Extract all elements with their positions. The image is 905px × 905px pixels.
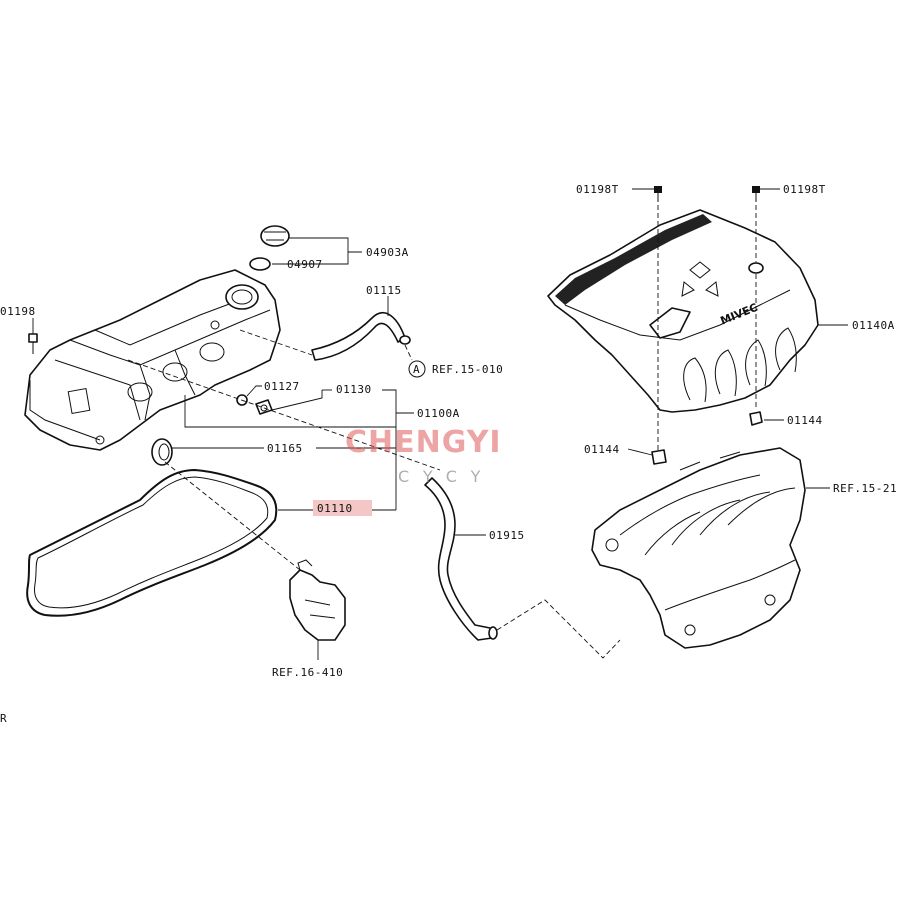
watermark-main: CHENGYI <box>345 425 502 460</box>
label-01127: 01127 <box>264 380 300 393</box>
gasket-01110 <box>26 469 278 617</box>
bolt-01198T-right <box>752 186 760 202</box>
label-01198T-left: 01198T <box>576 183 619 196</box>
label-01144-left: 01144 <box>584 443 620 456</box>
intake-manifold <box>591 447 806 649</box>
label-01198: 01198 <box>0 305 36 318</box>
watermark-sub: CYCY <box>398 467 494 486</box>
pcv-hose-01115 <box>311 312 411 361</box>
ventilation-hose-01915 <box>424 477 498 641</box>
grommet-01144-left <box>651 449 667 465</box>
label-ref-15-21: REF.15-21 <box>833 482 897 495</box>
label-04903A: 04903A <box>366 246 409 259</box>
label-01130: 01130 <box>336 383 372 396</box>
highlight-01110 <box>313 500 372 516</box>
grommet-01144-right <box>749 411 763 426</box>
label-ref-16-410: REF.16-410 <box>272 666 343 679</box>
label-01100A: 01100A <box>417 407 460 420</box>
cover-ribbed-edge <box>555 214 712 305</box>
ref-circle-label: A <box>413 363 420 376</box>
bolt-01198T-left <box>654 186 662 202</box>
label-01165: 01165 <box>267 442 303 455</box>
label-01110: 01110 <box>317 502 353 515</box>
rocker-cover <box>24 269 281 451</box>
label-01140A: 01140A <box>852 319 895 332</box>
label-r: R <box>0 712 7 725</box>
bolt-01198 <box>28 318 38 354</box>
pcv-valve <box>236 394 273 415</box>
label-01144-right: 01144 <box>787 414 823 427</box>
oil-separator <box>289 559 346 641</box>
label-01115: 01115 <box>366 284 402 297</box>
label-ref-15-010: REF.15-010 <box>432 363 503 376</box>
label-04907: 04907 <box>287 258 323 271</box>
label-01198T-right: 01198T <box>783 183 826 196</box>
grommet-01165 <box>151 438 173 466</box>
engine-cover-01140A: MIVEC <box>547 209 819 413</box>
oil-filler-cap <box>249 225 290 271</box>
ref-circle-a <box>408 360 426 378</box>
label-01915: 01915 <box>489 529 525 542</box>
